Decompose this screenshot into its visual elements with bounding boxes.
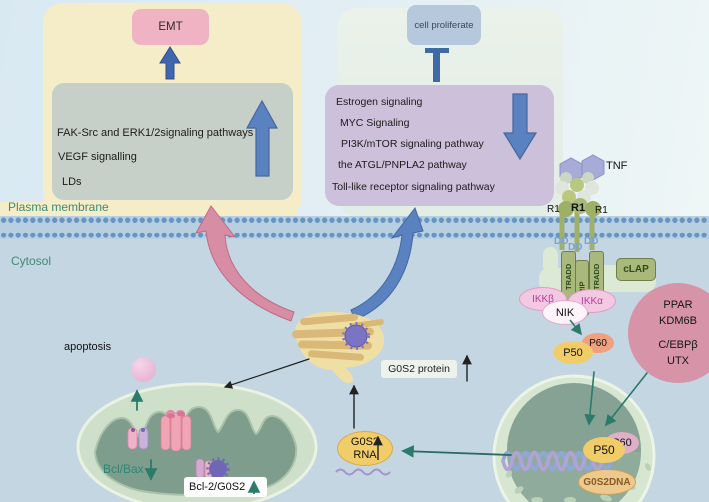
pathway-up-line-3: LDs [62,176,82,188]
apoptotic-body [131,357,156,382]
apoptosis-label: apoptosis [64,341,112,353]
epigenetic-complex-circle: PPAR KDM6B C/EBPβ UTX [628,283,709,383]
g0s2-rna-oval: G0S2 RNA [337,431,393,466]
cell-proliferate-box: cell proliferate [407,5,481,45]
cell-proliferate-label: cell proliferate [414,19,474,31]
r1-label: R1 [547,204,560,215]
r1-label: R1 [571,202,586,214]
pathway-down-line-4: the ATGL/PNPLA2 pathway [338,159,467,171]
cebpb-label: C/EBPβ [658,339,698,351]
mito-channel-pair [127,427,149,450]
g0s2-gene: G0S2DNA [578,469,636,495]
membrane-glow [543,247,558,274]
ppar-label: PPAR [663,299,693,311]
cytosol-label: Cytosol [11,254,52,268]
pathway-down-line-5: Toll-like receptor signaling pathway [332,181,495,193]
p50-cytosol: P50 [553,341,593,364]
death-domain-label: DD [584,236,599,247]
golgi-cargo-blob [342,322,370,350]
lipid-bilayer [0,216,709,239]
r1-label: R1 [595,205,608,216]
pathway-down-line-2: MYC Signaling [340,117,410,129]
nik-oval: NIK [542,300,588,325]
bcl-bax-label: Bcl/Bax [103,462,144,476]
plasma-membrane-label: Plasma membrane [8,200,109,214]
g0s2-protein-label: G0S2 protein [381,360,457,378]
bcl2-g0s2-box: Bcl-2/G0S2 [184,477,267,497]
tnf-label: TNF [606,160,628,172]
death-domain-label: DD [554,236,569,247]
emt-label: EMT [158,21,183,33]
pathway-up-line-1: FAK-Src and ERK1/2signaling pathways [57,127,254,139]
kdm6b-label: KDM6B [659,315,697,327]
pathway-down-line-3: PI3K/mTOR signaling pathway [341,138,484,150]
utx-label: UTX [667,355,689,367]
pathway-up-line-2: VEGF signalling [58,151,137,163]
ciap-box: cLAP [616,258,656,281]
emt-box: EMT [132,9,209,45]
upregulated-pathways-panel [52,83,293,200]
p50-nucleus: P50 [583,437,625,463]
mito-channel-cluster [160,410,192,452]
mrna-wave [335,468,391,476]
golgi-apparatus [292,312,385,384]
g0s2-rna-line2: RNA [353,448,377,461]
g0s2-rna-line1: G0S2 [350,435,380,448]
pathway-down-line-1: Estrogen signaling [336,96,423,108]
